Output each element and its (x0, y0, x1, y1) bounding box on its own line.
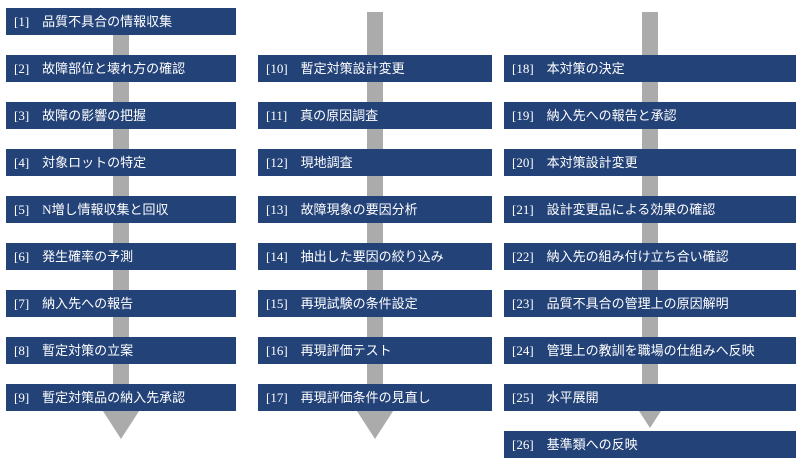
step-box-20: [20] 本対策設計変更 (504, 149, 796, 176)
step-box-26: [26] 基準類への反映 (504, 431, 796, 458)
step-box-10: [10] 暫定対策設計変更 (258, 55, 492, 82)
step-box-25: [25] 水平展開 (504, 384, 796, 411)
step-box-17: [17] 再現評価条件の見直し (258, 384, 492, 411)
step-box-22: [22] 納入先の組み付け立ち合い確認 (504, 243, 796, 270)
step-box-24: [24] 管理上の教訓を職場の仕組みへ反映 (504, 337, 796, 364)
step-box-21: [21] 設計変更品による効果の確認 (504, 196, 796, 223)
step-box-3: [3] 故障の影響の把握 (6, 102, 236, 129)
step-box-7: [7] 納入先への報告 (6, 290, 236, 317)
step-box-13: [13] 故障現象の要因分析 (258, 196, 492, 223)
step-box-5: [5] N増し情報収集と回収 (6, 196, 236, 223)
step-box-8: [8] 暫定対策の立案 (6, 337, 236, 364)
step-box-9: [9] 暫定対策品の納入先承認 (6, 384, 236, 411)
step-box-14: [14] 抽出した要因の絞り込み (258, 243, 492, 270)
step-box-12: [12] 現地調査 (258, 149, 492, 176)
step-box-1: [1] 品質不具合の情報収集 (6, 8, 236, 35)
step-box-11: [11] 真の原因調査 (258, 102, 492, 129)
step-box-2: [2] 故障部位と壊れ方の確認 (6, 55, 236, 82)
step-box-19: [19] 納入先への報告と承認 (504, 102, 796, 129)
arrow-head-icon (101, 408, 141, 439)
arrow-head-icon (355, 408, 395, 439)
step-box-18: [18] 本対策の決定 (504, 55, 796, 82)
step-box-4: [4] 対象ロットの特定 (6, 149, 236, 176)
step-box-23: [23] 品質不具合の管理上の原因解明 (504, 290, 796, 317)
step-box-15: [15] 再現試験の条件設定 (258, 290, 492, 317)
step-box-16: [16] 再現評価テスト (258, 337, 492, 364)
step-box-6: [6] 発生確率の予測 (6, 243, 236, 270)
